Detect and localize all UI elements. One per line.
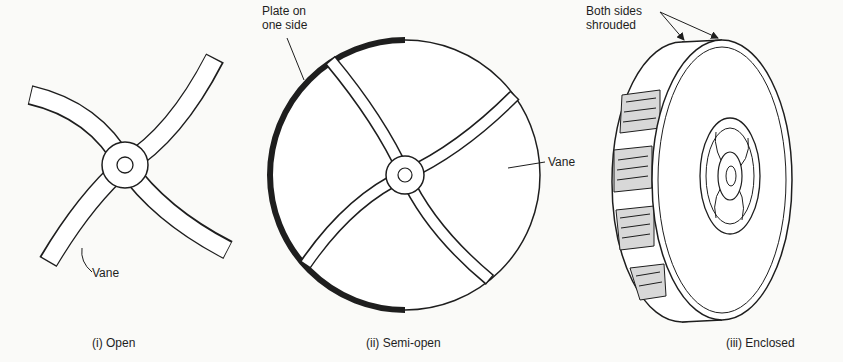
enclosed-impeller [612,12,792,322]
part-label: Vane [92,266,142,280]
part-label: Plate on one side [262,4,320,32]
figure-caption: (ii) Semi-open [366,336,476,350]
part-label: Both sides shrouded [586,4,658,32]
figure-caption: (i) Open [92,336,182,350]
semi-open-impeller [270,38,545,310]
open-impeller [30,58,228,272]
figure-caption: (iii) Enclosed [726,336,836,350]
part-label: Vane [548,155,598,169]
